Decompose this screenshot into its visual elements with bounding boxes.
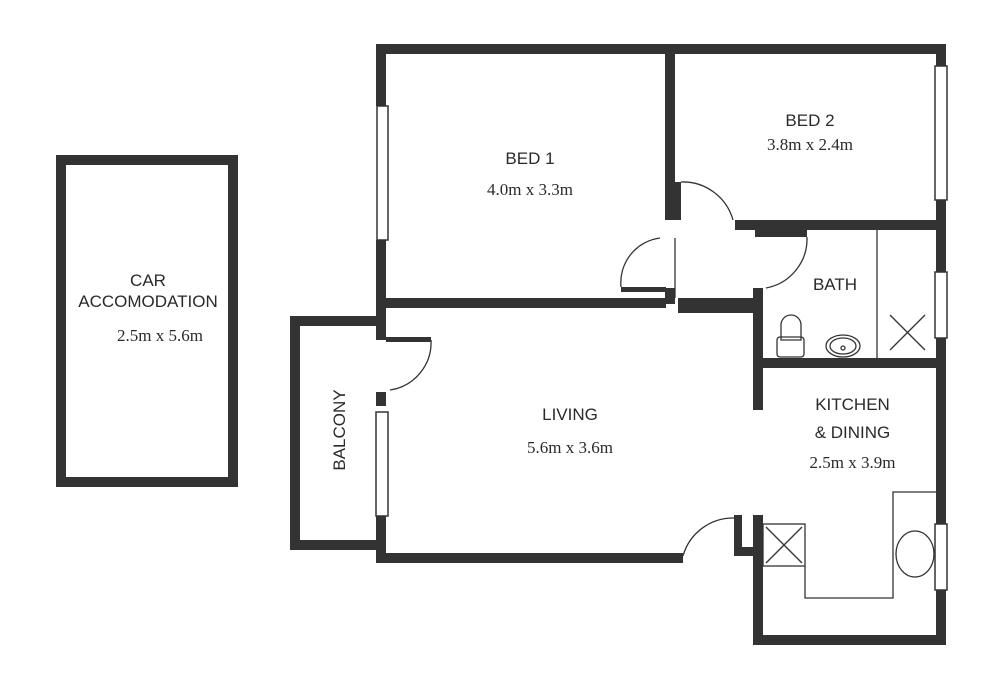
- bath-label: BATH: [812, 275, 858, 294]
- bed2-size: 3.8m x 2.4m: [767, 135, 853, 154]
- toilet-icon: [776, 314, 805, 358]
- fixtures: [762, 230, 936, 599]
- bed2-label: BED 2: [785, 111, 835, 130]
- windows: [375, 65, 948, 591]
- kitchen-bench: [762, 491, 936, 599]
- kitchen-label-line1: KITCHEN: [815, 395, 890, 414]
- kitchen-size: 2.5m x 3.9m: [809, 453, 896, 472]
- sink-icon: [895, 530, 935, 578]
- basin-icon: [825, 334, 861, 358]
- car-label-line2: ACCOMODATION: [78, 292, 218, 311]
- car-accommodation-outline: [56, 155, 238, 487]
- bed1-label: BED 1: [505, 149, 555, 168]
- balcony-label: BALCONY: [330, 389, 349, 471]
- car-label-line1: CAR: [130, 271, 166, 290]
- bed1-size: 4.0m x 3.3m: [487, 180, 573, 199]
- kitchen-label-line2: & DINING: [814, 423, 891, 442]
- living-label: LIVING: [542, 405, 598, 424]
- living-size: 5.6m x 3.6m: [527, 438, 613, 457]
- doors: [389, 181, 808, 557]
- walls: [290, 44, 946, 645]
- car-size: 2.5m x 5.6m: [117, 326, 203, 345]
